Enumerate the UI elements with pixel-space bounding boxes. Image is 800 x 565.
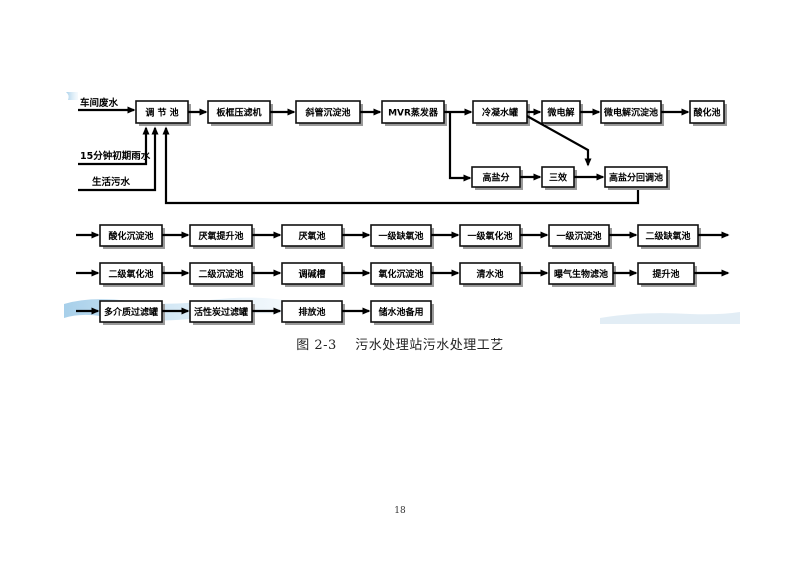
process-label: 三效 [549, 172, 568, 184]
process-label: 曝气生物滤池 [554, 268, 608, 280]
process-label: 二级沉淀池 [198, 268, 243, 280]
figure-number: 图 2-3 [296, 338, 337, 353]
process-label: 斜管沉淀池 [304, 107, 350, 119]
process-label: 调碱槽 [298, 268, 325, 280]
process-label: 高盐分回调池 [609, 172, 663, 184]
process-label: 厌氧提升池 [198, 230, 243, 242]
process-label: 冷凝水罐 [482, 107, 518, 119]
source-label: 生活污水 [92, 176, 131, 188]
process-label: 排放池 [298, 306, 325, 318]
process-label: 高盐分 [482, 172, 509, 184]
process-label: 酸化沉淀池 [108, 230, 153, 242]
process-label: 提升池 [652, 268, 679, 280]
process-label: 活性炭过滤罐 [194, 306, 248, 318]
process-label: 微电解 [546, 107, 574, 119]
row-3: 酸化沉淀池 厌氧提升池 厌氧池 一级缺氧池 一级氧化池 一级沉淀池 二级缺氧池 [76, 224, 730, 249]
process-label: 厌氧池 [298, 230, 325, 242]
process-box [604, 166, 668, 188]
process-label: 二级氧化池 [108, 268, 153, 280]
process-label: 一级氧化池 [467, 230, 512, 242]
process-label: 多介质过滤罐 [104, 306, 158, 318]
process-label: 板框压滤机 [216, 107, 261, 119]
process-label: 酸化池 [693, 107, 720, 119]
figure-title: 污水处理站污水处理工艺 [355, 338, 504, 353]
process-box [370, 300, 432, 323]
process-label: 一级缺氧池 [378, 230, 423, 242]
process-label: MVR蒸发器 [388, 107, 439, 119]
process-box [689, 100, 725, 124]
process-label: 调 节 池 [145, 107, 178, 119]
process-label: 氧化沉淀池 [377, 268, 423, 280]
process-label: 一级沉淀池 [556, 230, 601, 242]
source-label: 15分钟初期雨水 [80, 150, 151, 162]
process-label: 清水池 [476, 268, 503, 280]
process-label: 二级缺氧池 [645, 230, 690, 242]
source-label: 车间废水 [80, 97, 119, 109]
figure-caption: 图 2-3 污水处理站污水处理工艺 [0, 334, 800, 353]
row-4: 二级氧化池 二级沉淀池 调碱槽 氧化沉淀池 清水池 曝气生物滤池 提升池 [76, 262, 730, 287]
source-inputs: 车间废水 15分钟初期雨水 生活污水 [78, 97, 640, 205]
row-1: 调 节 池 板框压滤机 斜管沉淀池 MVR蒸发器 冷凝水罐 微电解 微电解沉淀池… [135, 100, 727, 126]
process-label: 微电解沉淀池 [603, 107, 658, 119]
process-label: 储水池备用 [378, 306, 423, 318]
row-2: 高盐分 三效 高盐分回调池 [448, 112, 670, 190]
page-number: 18 [394, 506, 406, 516]
water-decoration [64, 92, 740, 324]
row-5: 多介质过滤罐 活性炭过滤罐 排放池 储水池备用 [76, 300, 434, 325]
